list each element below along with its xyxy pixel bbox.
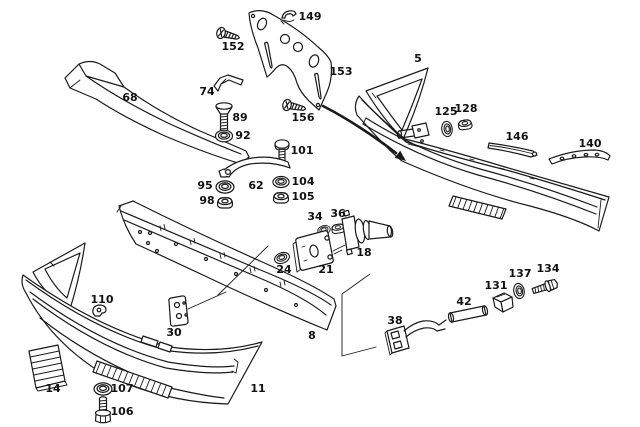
part-14-side-grille (28, 344, 68, 392)
part-label-98: 98 (199, 194, 214, 207)
part-label-146: 146 (506, 130, 529, 143)
part-label-14: 14 (45, 382, 61, 395)
part-134-bolt (531, 278, 558, 295)
part-153-license-plate-bracket (248, 10, 333, 111)
part-label-74: 74 (199, 85, 215, 98)
part-5-bumper-right (354, 67, 610, 232)
leader-lines (187, 245, 377, 357)
part-label-68: 68 (122, 91, 137, 104)
part-label-42: 42 (456, 295, 471, 308)
part-labels: 149 152 153 156 5 68 74 89 92 101 104 10… (45, 10, 601, 418)
part-146-trim-strip (487, 142, 538, 158)
part-label-104: 104 (292, 175, 315, 188)
part-label-137: 137 (509, 267, 532, 280)
part-106-stud-bolt (94, 396, 112, 424)
part-label-125: 125 (435, 105, 458, 118)
part-label-107: 107 (111, 382, 134, 395)
part-label-24: 24 (276, 263, 292, 276)
part-label-101: 101 (291, 144, 314, 157)
part-label-62: 62 (248, 179, 263, 192)
part-89-bolt (215, 102, 233, 133)
part-74-bracket (213, 74, 244, 92)
part-label-8: 8 (308, 329, 316, 342)
part-label-30: 30 (166, 326, 182, 339)
part-105-nut (272, 192, 290, 204)
part-label-131: 131 (485, 279, 508, 292)
part-label-134: 134 (537, 262, 560, 275)
part-label-92: 92 (235, 129, 250, 142)
part-label-140: 140 (579, 137, 602, 150)
part-label-89: 89 (232, 111, 247, 124)
part-38-bracket-assembly (384, 319, 447, 356)
part-11-bumper-left (21, 242, 263, 405)
part-label-21: 21 (318, 263, 333, 276)
part-68-spoiler-strip (64, 60, 250, 165)
part-128-clip-nut (457, 118, 473, 131)
part-label-5: 5 (414, 52, 422, 65)
part-30-bracket-plate (168, 295, 189, 327)
part-95-washer (215, 180, 235, 194)
part-140-trim-strip (548, 149, 611, 165)
part-18-impact-absorber (332, 209, 394, 256)
part-125-grommet (440, 120, 454, 138)
part-104-washer (272, 175, 290, 189)
part-label-95: 95 (197, 179, 212, 192)
part-label-149: 149 (299, 10, 322, 23)
part-label-34: 34 (307, 210, 323, 223)
part-98-nut (216, 197, 234, 209)
part-label-156: 156 (292, 111, 315, 124)
part-110-clip (92, 304, 107, 317)
part-label-18: 18 (356, 246, 371, 259)
pointer-arrow (321, 104, 406, 161)
part-label-128: 128 (455, 102, 478, 115)
part-131-clamp-block (492, 292, 514, 313)
part-label-11: 11 (250, 382, 265, 395)
part-21-mounting-plate (292, 230, 334, 273)
part-42-spacer-tube (447, 305, 489, 323)
part-137-washer (511, 282, 527, 300)
part-107-grommet (93, 382, 113, 396)
part-label-38: 38 (387, 314, 402, 327)
part-92-washer (214, 129, 234, 143)
part-label-110: 110 (91, 293, 114, 306)
part-8-reinforcement-bar (116, 200, 337, 331)
part-62-bracket (218, 156, 291, 178)
part-label-153: 153 (330, 65, 353, 78)
part-label-36: 36 (330, 207, 346, 220)
part-149-spring-clip (280, 10, 297, 25)
part-label-152: 152 (222, 40, 245, 53)
part-label-106: 106 (111, 405, 134, 418)
part-label-105: 105 (292, 190, 315, 203)
